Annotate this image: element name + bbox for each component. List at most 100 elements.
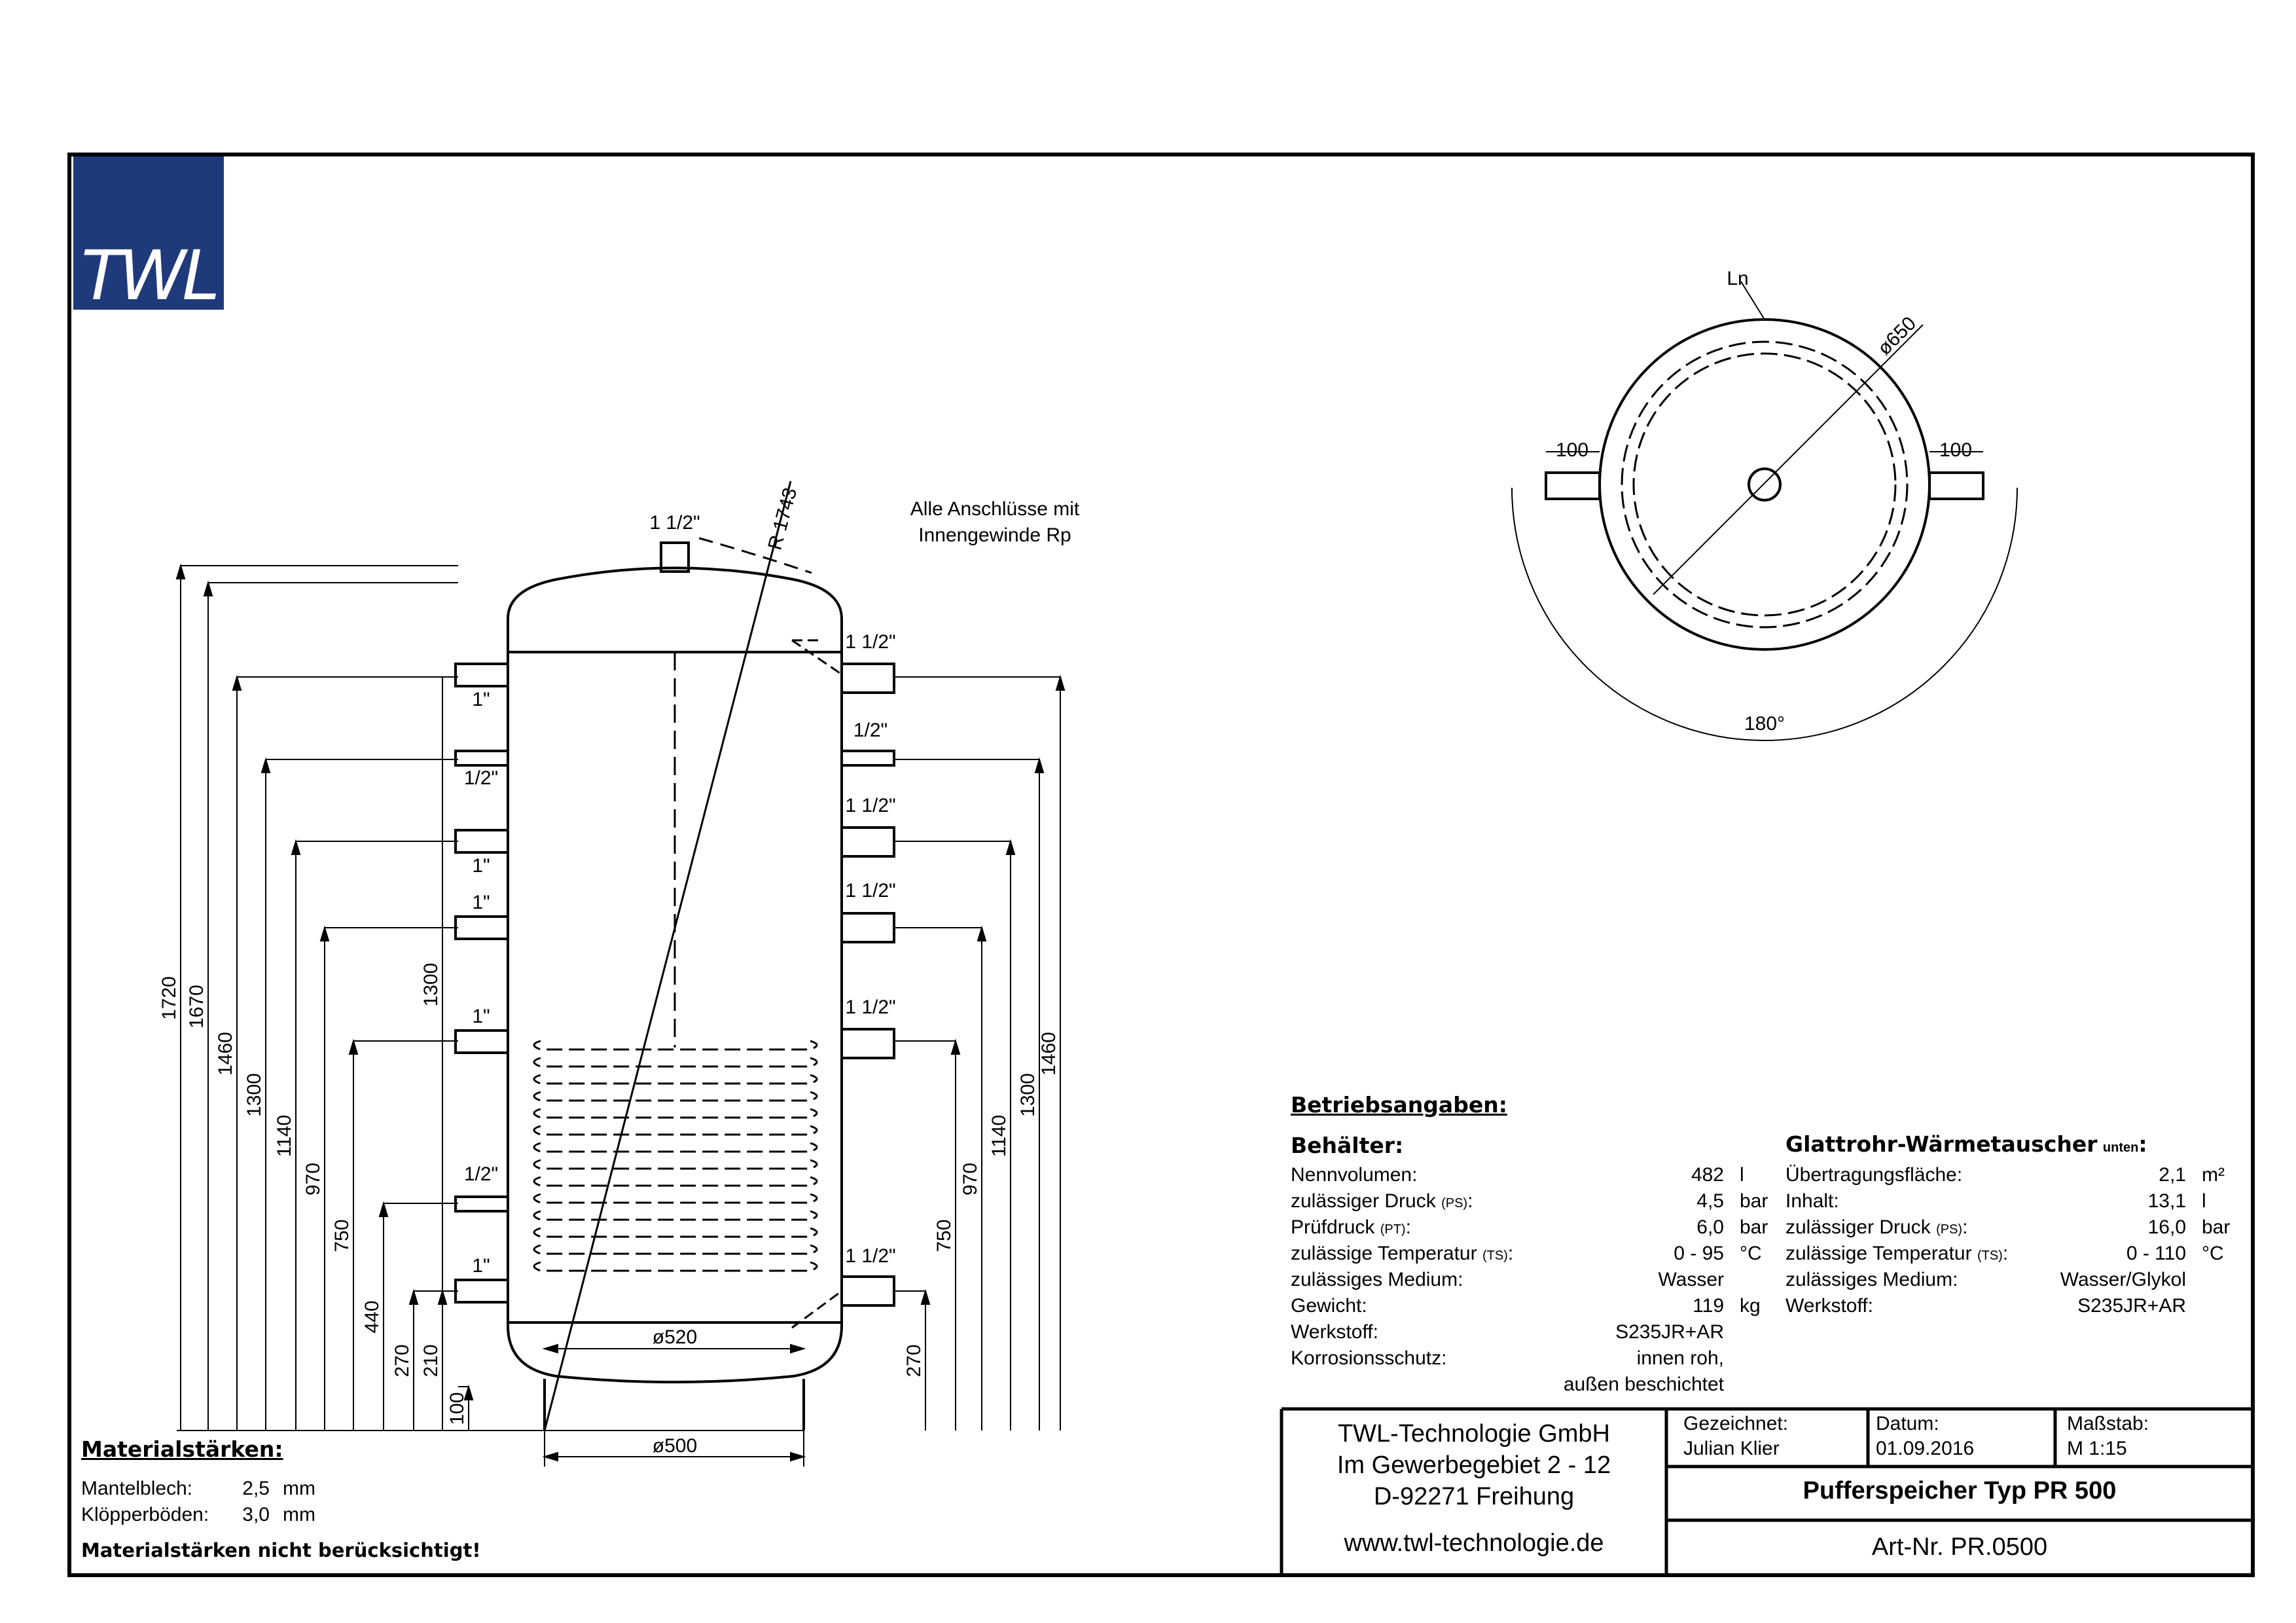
stub-left-label: 100 [1556,439,1588,461]
row-label: zulässiger Druck (PS): [1785,1216,1968,1238]
left-dim-line-7-arrow [348,1038,359,1055]
left-inner-dim-label: 1300 [420,963,442,1007]
left-connection-label-2: 1/2" [464,767,498,789]
diameter-base-label: ø500 [653,1435,697,1457]
company-website[interactable]: www.twl-technologie.de [1344,1529,1604,1557]
row-value: S235JR+AR [2077,1295,2186,1317]
date-label: Datum: [1876,1413,1939,1434]
row-value: 3,0 [242,1504,270,1525]
article-number: Art-Nr. PR.0500 [1871,1533,2048,1561]
right-dim-line-2-arrow [1034,757,1045,773]
left-dim-line-1-arrow [175,563,186,579]
right-stub-5 [840,1028,895,1059]
left-dim-label-7: 750 [331,1219,353,1252]
coil-turn [533,1057,818,1068]
right-dim-label-5: 750 [933,1219,955,1252]
right-dim-label-3: 1140 [988,1115,1010,1158]
right-connection-label-2: 1/2" [853,720,888,741]
row-unit: °C [1740,1243,1762,1264]
tank-top-dome [507,566,843,655]
behaelter-title: Behälter: [1291,1133,1404,1158]
right-stub-1 [840,663,895,694]
top-view [1511,281,2018,741]
row-label: Nennvolumen: [1291,1164,1418,1186]
drawn-label: Gezeichnet: [1683,1413,1789,1434]
left-dim-line-10-arrow [437,1288,448,1305]
coil-turn [533,1091,818,1102]
left-dim-label-10: 210 [420,1344,442,1377]
left-dimensions [175,563,474,1431]
coil-turn [533,1074,818,1085]
row-unit: kg [1740,1295,1761,1317]
top-view-dashed-circle-2 [1632,352,1897,617]
left-dim-line-6-arrow [319,925,330,941]
date-value: 01.09.2016 [1876,1438,1975,1459]
top-connection-stub [660,541,690,573]
company-logo: TWL [73,155,224,310]
row-label: Klöpperböden: [81,1504,209,1525]
right-dimensions [894,674,1066,1431]
left-dim-label-3: 1460 [215,1032,236,1076]
left-stub-3 [454,829,509,854]
waermetauscher-title: Glattrohr-Wärmetauscher unten: [1785,1131,2147,1157]
row-value: S235JR+AR [1615,1321,1724,1343]
left-dim-label-11: 100 [446,1392,468,1425]
coil-turn [533,1244,818,1255]
connection-labels: 1"1/2"1"1"1"1/2"1"1 1/2"1/2"1 1/2"1 1/2"… [464,631,896,1277]
right-connection-label-3: 1 1/2" [845,795,895,816]
left-dim-line-3-arrow [232,674,242,691]
right-connection-label-5: 1 1/2" [845,996,895,1018]
betriebsangaben-title: Betriebsangaben: [1291,1092,1507,1118]
radius-line [543,481,792,1431]
coil-turn [533,1040,818,1051]
top-view-stub-left [1545,471,1601,500]
radius-label: R 1743 [764,486,801,553]
right-stub-4 [840,912,895,943]
left-dim-line-11-arrow [463,1384,474,1400]
left-stub-2 [454,750,509,767]
left-dim-label-5: 1140 [274,1115,295,1158]
coil-turn [533,1261,818,1272]
left-dim-label-6: 970 [302,1163,324,1195]
left-dim-label-8: 440 [361,1300,383,1333]
coil-turn [533,1193,818,1204]
row-value: 482 [1691,1164,1724,1186]
company-address: TWL-Technologie GmbH Im Gewerbegebiet 2 … [1283,1418,1665,1512]
row-value: Wasser [1658,1269,1724,1290]
top-view-dashed-circle-1 [1621,340,1909,629]
right-connection-label-1: 1 1/2" [845,631,895,653]
coil-turn [533,1125,818,1136]
title-block-grid [1280,1407,2253,1575]
right-connection-label-4: 1 1/2" [845,880,895,902]
left-stub-1 [454,663,509,687]
left-dim-label-9: 270 [391,1344,413,1377]
right-stub-6 [840,1275,895,1307]
angle-label: 180° [1744,713,1785,735]
row-label: Werkstoff: [1785,1295,1873,1317]
row-unit: bar [1740,1190,1768,1212]
tank-bottom-dome [507,1325,843,1383]
row-value: außen beschichtet [1563,1374,1724,1395]
left-dim-line-9-arrow [408,1288,419,1305]
coil-turn [533,1176,818,1187]
row-unit: l [2202,1190,2206,1212]
row-value: 16,0 [2147,1216,2186,1238]
right-dim-label-6: 270 [903,1344,925,1377]
row-unit: mm [283,1478,315,1499]
right-dim-line-4-arrow [977,925,987,941]
row-value: 0 - 95 [1674,1243,1724,1264]
drawn-value: Julian Klier [1683,1438,1780,1459]
top-view-center-port [1748,467,1782,501]
left-connection-label-1: 1" [472,689,490,710]
row-label: Prüfdruck (PT): [1291,1216,1411,1238]
left-stub-6 [454,1195,509,1213]
company-name: TWL-Technologie GmbH [1337,1420,1611,1448]
left-stub-7 [454,1279,509,1304]
row-label: Korrosionsschutz: [1291,1347,1447,1369]
left-connection-label-6: 1/2" [464,1163,498,1185]
ln-label: Ln [1727,268,1748,289]
coil-turn [533,1159,818,1170]
left-dim-line-8-arrow [378,1201,389,1217]
diameter-inner-label: ø520 [653,1326,697,1348]
